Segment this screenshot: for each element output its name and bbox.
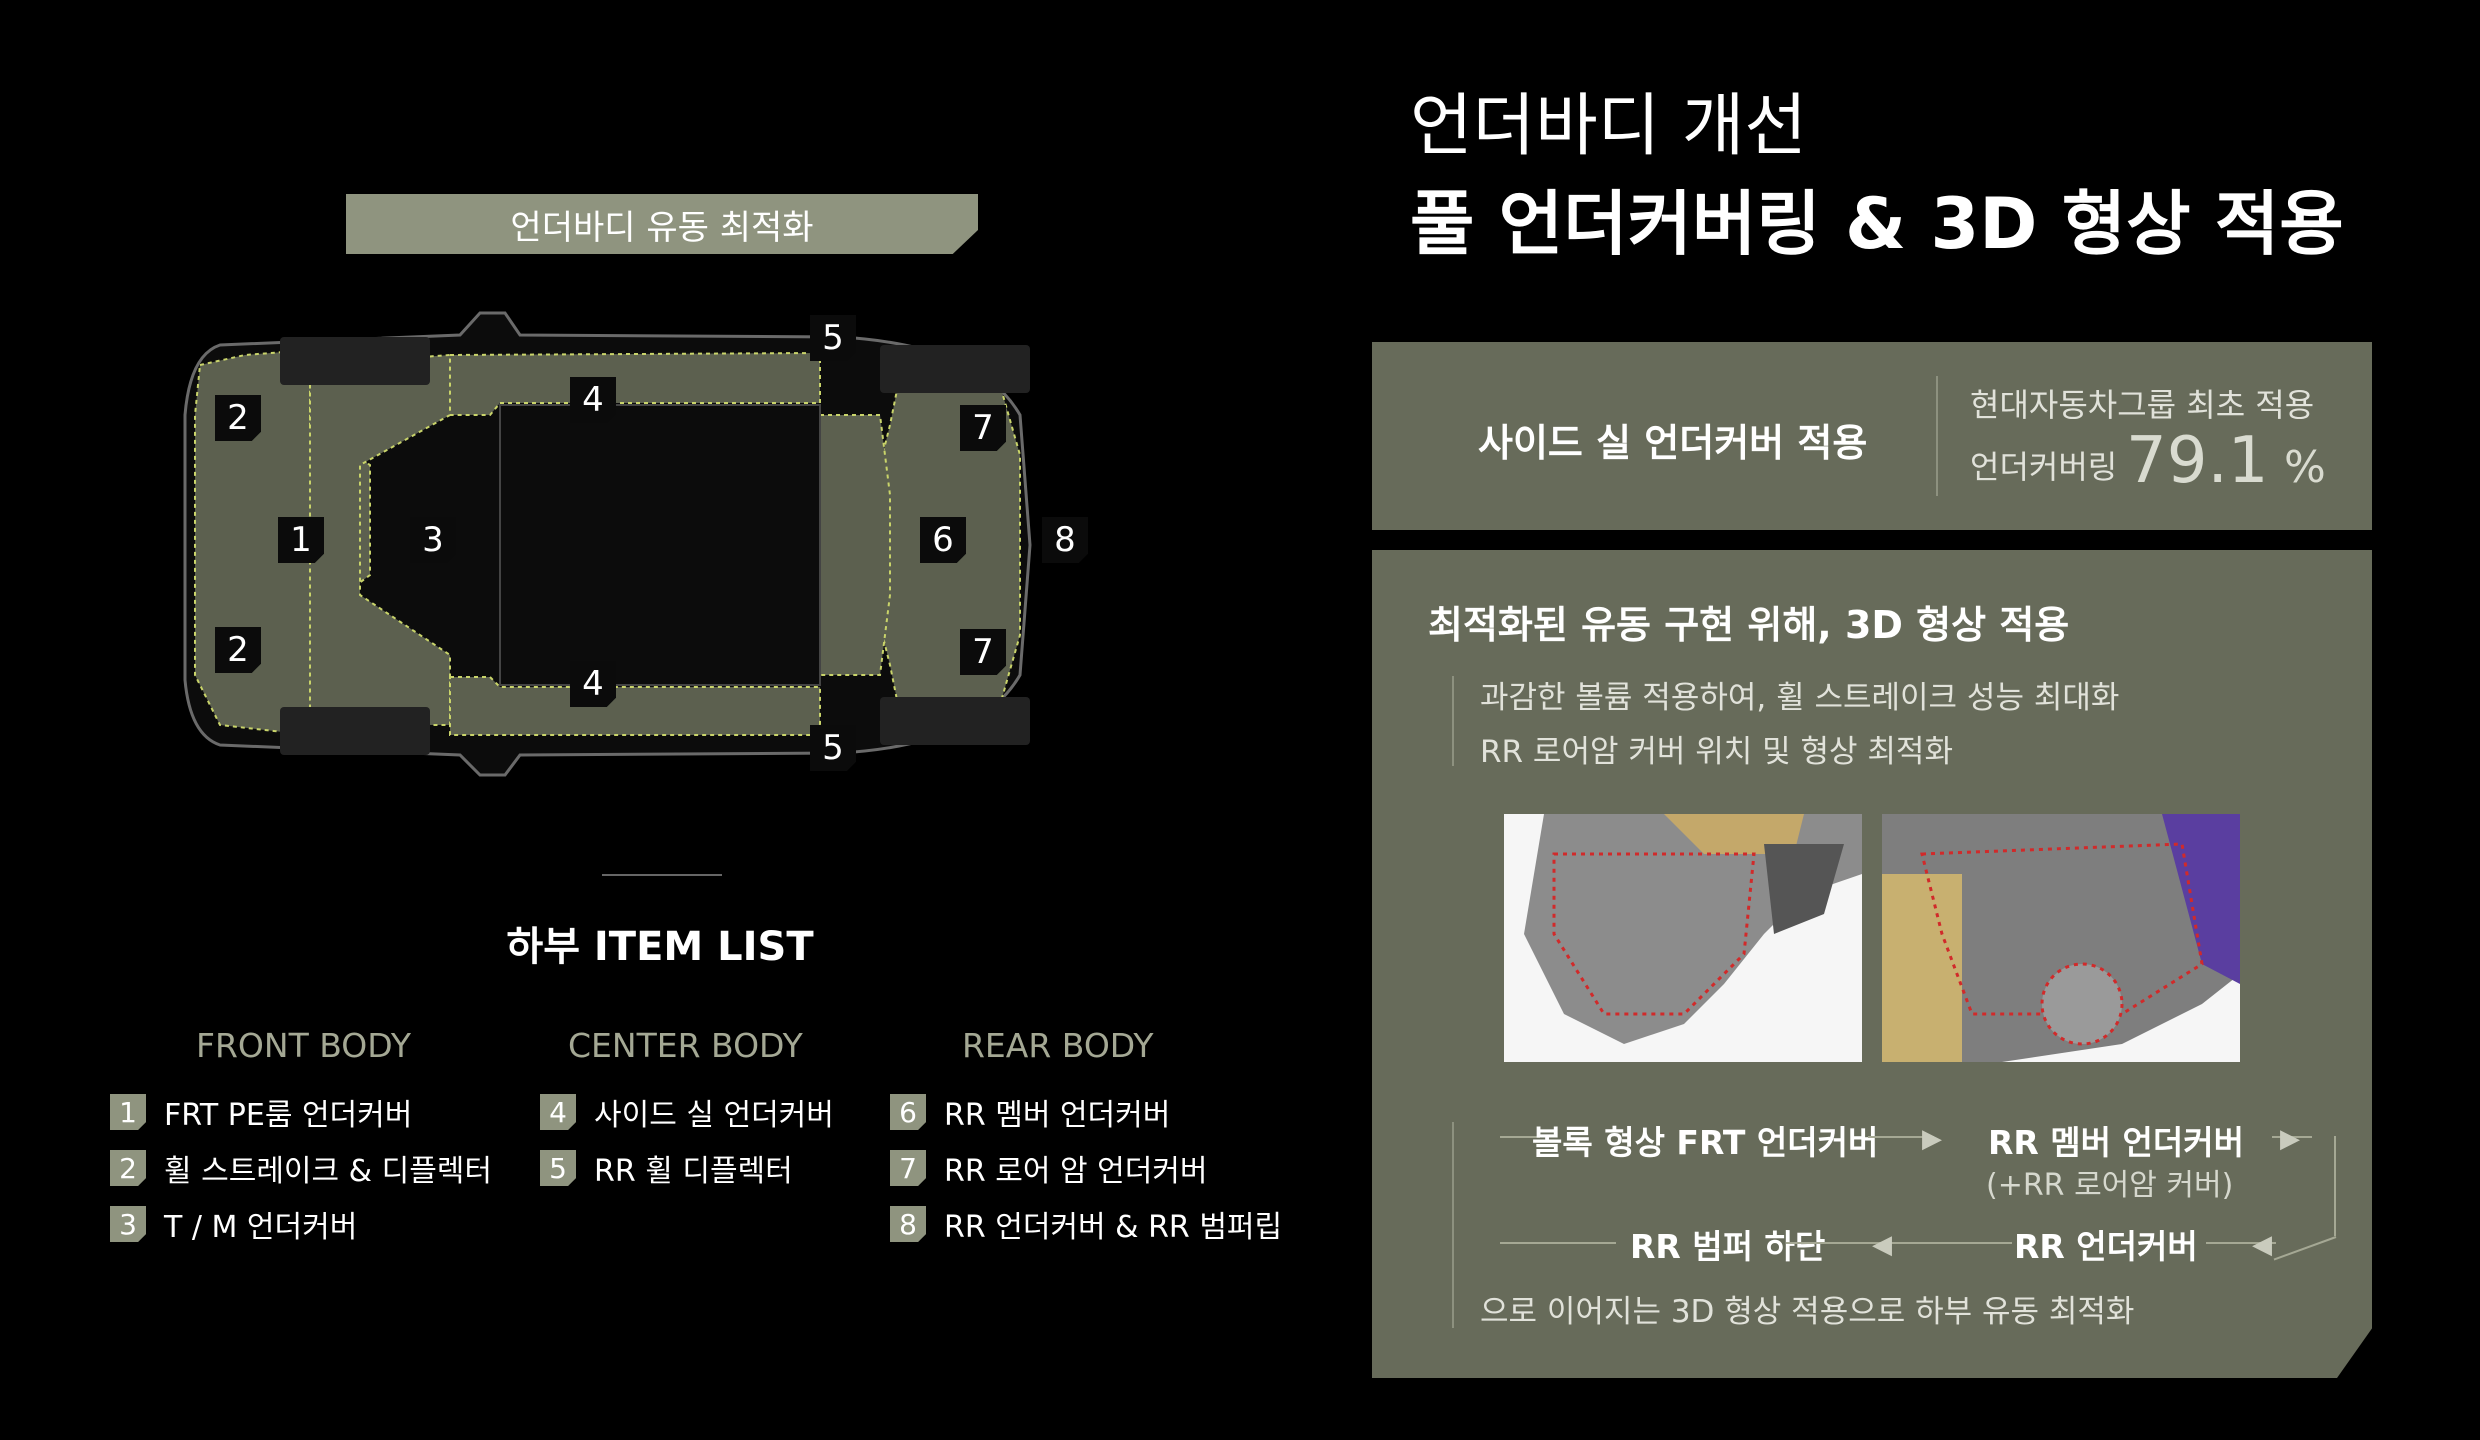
flow-rr-bumper: RR 범퍼 하단 — [1630, 1227, 1826, 1266]
list-divider — [602, 874, 722, 876]
list-item: 4 사이드 실 언더커버 — [540, 1090, 834, 1134]
car-number-4-top: 4 — [570, 377, 616, 423]
arrow-right-icon: ▶ — [2280, 1124, 2300, 1154]
item-number-badge: 6 — [890, 1094, 926, 1130]
undercovering-label: 언더커버링 — [1970, 448, 2118, 486]
arrow-left-icon: ◀ — [1872, 1230, 1892, 1260]
item-label: RR 휠 디플렉터 — [594, 1154, 793, 1189]
flow-arrow-line — [1868, 1136, 1934, 1138]
car-outline-svg — [183, 311, 1032, 777]
3d-shape-heading: 최적화된 유동 구현 위해, 3D 형상 적용 — [1428, 603, 2070, 647]
list-item: 1 FRT PE룸 언더커버 — [110, 1090, 412, 1134]
footer-line — [1452, 1122, 1454, 1328]
car-number-7-bottom: 7 — [960, 629, 1006, 675]
item-label: T / M 언더커버 — [164, 1210, 358, 1245]
car-number-1: 1 — [278, 517, 324, 563]
item-label: RR 언더커버 & RR 범퍼립 — [944, 1210, 1283, 1245]
car-number-4-bottom: 4 — [570, 661, 616, 707]
front-body-heading: FRONT BODY — [196, 1026, 412, 1065]
car-number-2-bottom: 2 — [215, 627, 261, 673]
flow-rr-member-sub: (+RR 로어암 커버) — [1986, 1168, 2234, 1203]
car-number-3: 3 — [410, 517, 456, 563]
list-item: 8 RR 언더커버 & RR 범퍼립 — [890, 1202, 1282, 1246]
car-number-7-top: 7 — [960, 405, 1006, 451]
car-number-6: 6 — [920, 517, 966, 563]
item-label: 사이드 실 언더커버 — [594, 1098, 834, 1133]
car-number-5-top: 5 — [810, 315, 856, 361]
first-application-text: 현대자동차그룹 최초 적용 — [1970, 386, 2315, 424]
item-label: RR 로어 암 언더커버 — [944, 1154, 1208, 1189]
item-list-title: 하부 ITEM LIST — [506, 924, 814, 970]
desc-line — [1452, 676, 1454, 766]
flow-footer: 으로 이어지는 3D 형상 적용으로 하부 유동 최적화 — [1480, 1294, 2135, 1330]
front-undercover-render — [1504, 814, 1862, 1062]
arrow-left-icon: ◀ — [2252, 1230, 2272, 1260]
list-item: 3 T / M 언더커버 — [110, 1202, 357, 1246]
car-number-8: 8 — [1042, 517, 1088, 563]
undercovering-percent: 79.1 — [2126, 424, 2269, 498]
flow-arrow-line — [2206, 1242, 2276, 1244]
item-label: FRT PE룸 언더커버 — [164, 1098, 413, 1133]
list-item: 2 휠 스트레이크 & 디플렉터 — [110, 1146, 492, 1190]
desc-line-1: 과감한 볼륨 적용하여, 휠 스트레이크 성능 최대화 — [1480, 680, 2120, 716]
rear-body-heading: REAR BODY — [962, 1026, 1154, 1065]
list-item: 6 RR 멤버 언더커버 — [890, 1090, 1170, 1134]
car-underbody-diagram: 2 1 2 3 4 4 5 5 6 7 7 8 — [160, 295, 1160, 795]
item-label: 휠 스트레이크 & 디플렉터 — [164, 1154, 493, 1189]
flow-rr-member: RR 멤버 언더커버 — [1988, 1123, 2244, 1162]
flow-turn-line — [2334, 1136, 2336, 1236]
panel-divider — [1936, 376, 1938, 496]
flow-arrow-line — [2272, 1136, 2312, 1138]
item-number-badge: 5 — [540, 1150, 576, 1186]
percent-unit: % — [2284, 442, 2326, 493]
item-number-badge: 7 — [890, 1150, 926, 1186]
flow-line — [1500, 1242, 1616, 1244]
desc-line-2: RR 로어암 커버 위치 및 형상 최적화 — [1480, 734, 1953, 770]
arrow-right-icon: ▶ — [1922, 1124, 1942, 1154]
3d-shape-panel: 최적화된 유동 구현 위해, 3D 형상 적용 과감한 볼륨 적용하여, 휠 스… — [1372, 550, 2372, 1378]
item-number-badge: 8 — [890, 1206, 926, 1242]
side-sill-panel: 사이드 실 언더커버 적용 현대자동차그룹 최초 적용 언더커버링 79.1 % — [1372, 342, 2372, 530]
item-number-badge: 2 — [110, 1150, 146, 1186]
car-number-2-top: 2 — [215, 395, 261, 441]
flow-arrow-line — [1786, 1242, 2012, 1244]
side-sill-title: 사이드 실 언더커버 적용 — [1478, 421, 1868, 465]
car-number-5-bottom: 5 — [810, 725, 856, 771]
list-item: 7 RR 로어 암 언더커버 — [890, 1146, 1208, 1190]
rear-member-render — [1882, 814, 2240, 1062]
list-item: 5 RR 휠 디플렉터 — [540, 1146, 793, 1190]
item-number-badge: 3 — [110, 1206, 146, 1242]
flow-rr-undercover: RR 언더커버 — [2014, 1227, 2198, 1266]
page-title-sub: 언더바디 개선 — [1410, 87, 1807, 166]
item-label: RR 멤버 언더커버 — [944, 1098, 1171, 1133]
center-body-heading: CENTER BODY — [568, 1026, 803, 1065]
page-title: 풀 언더커버링 & 3D 형상 적용 — [1410, 183, 2344, 265]
flow-front-undercover: 볼록 형상 FRT 언더커버 — [1532, 1123, 1879, 1162]
flow-turn-diag — [2273, 1236, 2337, 1261]
flow-line — [1500, 1136, 1540, 1138]
item-number-badge: 4 — [540, 1094, 576, 1130]
underbody-flow-tag: 언더바디 유동 최적화 — [346, 194, 978, 254]
item-number-badge: 1 — [110, 1094, 146, 1130]
